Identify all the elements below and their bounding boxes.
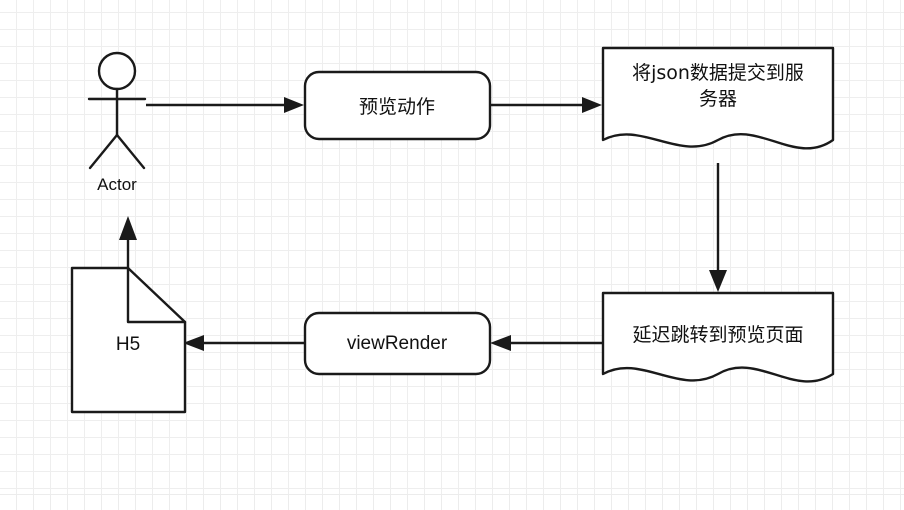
- node-submit-json[interactable]: 将json数据提交到服 务器: [601, 46, 835, 150]
- preview-action-label: 预览动作: [359, 96, 435, 118]
- edge-h5-to-actor[interactable]: [119, 216, 137, 268]
- node-preview-action[interactable]: 预览动作: [303, 70, 492, 141]
- arrowhead-icon: [119, 216, 137, 240]
- arrowhead-icon: [183, 335, 204, 351]
- submit-json-label-line2: 务器: [699, 88, 737, 110]
- submit-json-label-line1: 将json数据提交到服: [632, 62, 804, 84]
- grid-footer-strip: [0, 495, 904, 510]
- arrowhead-icon: [709, 270, 727, 292]
- edge-actor-to-preview-action[interactable]: [146, 97, 304, 113]
- actor-head-icon: [97, 51, 137, 91]
- arrowhead-icon: [490, 335, 511, 351]
- node-view-render[interactable]: viewRender: [303, 311, 492, 376]
- node-actor[interactable]: Actor: [87, 51, 147, 194]
- edge-submit-json-to-delayed-jump[interactable]: [709, 163, 727, 292]
- edge-view-render-to-h5[interactable]: [183, 335, 304, 351]
- node-delayed-jump[interactable]: 延迟跳转到预览页面: [601, 291, 835, 383]
- view-render-label: viewRender: [347, 333, 448, 354]
- node-h5-page[interactable]: H5: [70, 266, 187, 414]
- arrowhead-icon: [284, 97, 304, 113]
- edge-delayed-jump-to-view-render[interactable]: [490, 335, 602, 351]
- actor-leg-left-line: [88, 133, 119, 170]
- h5-note-shape: [70, 266, 187, 414]
- actor-leg-right-line: [115, 133, 146, 170]
- delayed-jump-label: 延迟跳转到预览页面: [632, 324, 803, 346]
- view-render-box: [303, 311, 492, 376]
- actor-label: Actor: [97, 175, 137, 194]
- edge-preview-action-to-submit-json[interactable]: [490, 97, 602, 113]
- delayed-jump-document-shape: [601, 291, 835, 383]
- arrowhead-icon: [582, 97, 602, 113]
- grid-seam-divider: [0, 494, 904, 495]
- submit-json-document-shape: [601, 46, 835, 150]
- h5-label: H5: [116, 334, 140, 355]
- h5-folded-corner-line: [126, 266, 187, 324]
